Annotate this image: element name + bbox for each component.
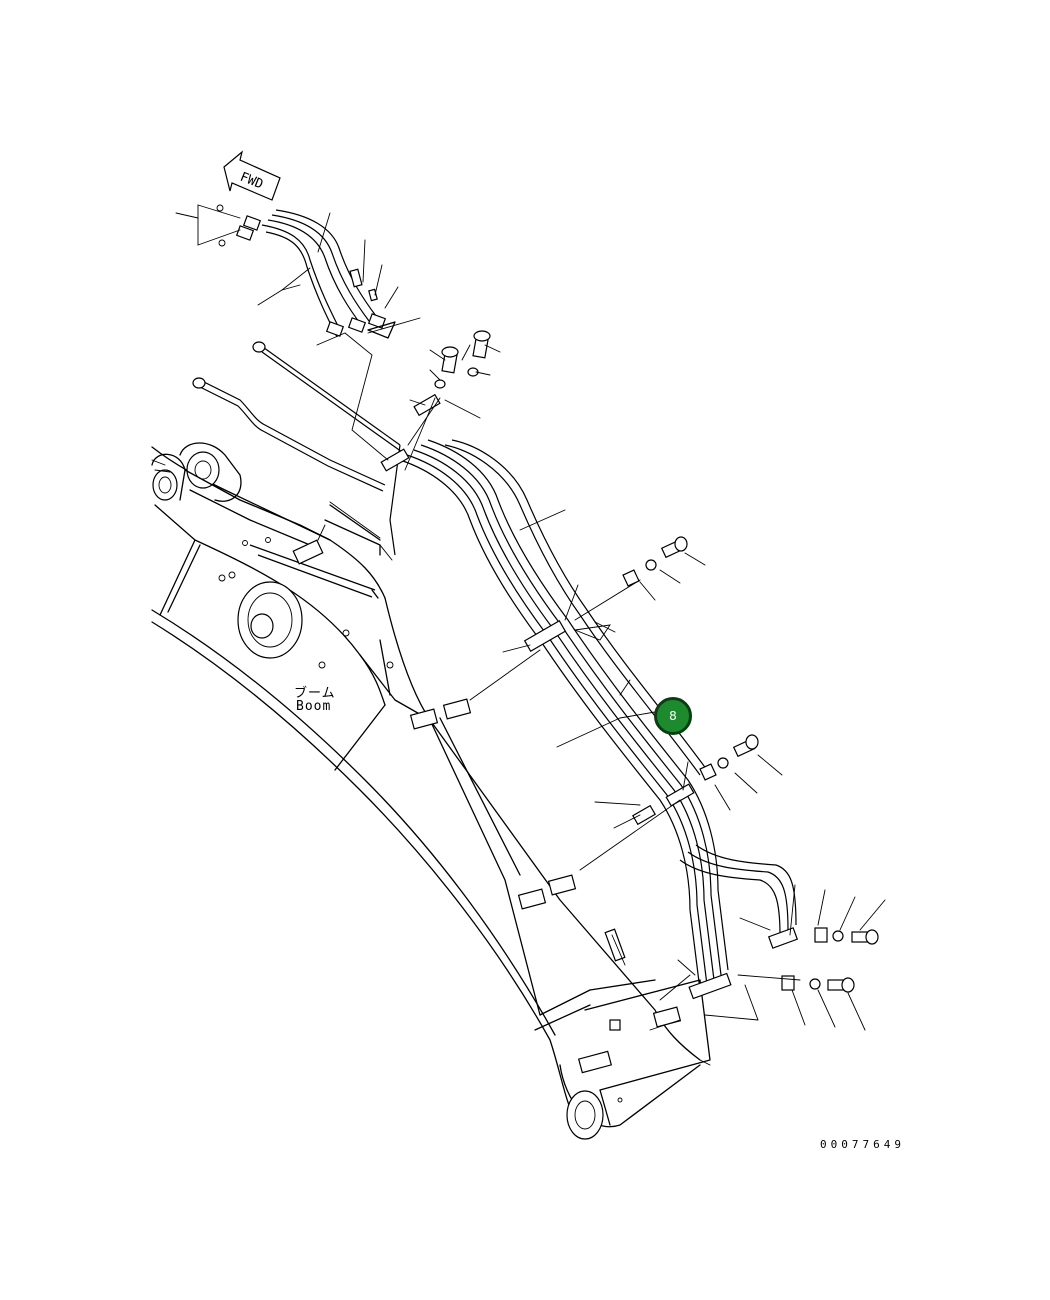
- callout-8-marker[interactable]: 8: [654, 697, 692, 735]
- boom-body: [151, 442, 711, 1140]
- fastener-sets: [434, 330, 879, 993]
- top-hose-assembly: [216, 204, 396, 339]
- pipe-rods: [192, 341, 403, 599]
- boom-label-english: Boom: [296, 699, 332, 714]
- hose-clamps: [292, 393, 799, 1074]
- drawing-number: 00077649: [820, 1138, 905, 1151]
- boom-label-japanese: ブーム: [294, 686, 336, 701]
- leader-lines: [151, 204, 886, 1066]
- forward-arrow-icon: [223, 150, 281, 201]
- hose-bundle: [389, 439, 797, 991]
